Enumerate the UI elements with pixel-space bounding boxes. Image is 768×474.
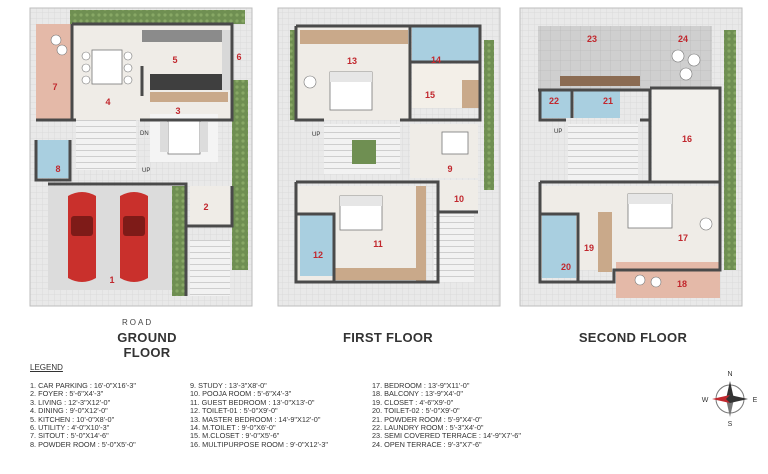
room-number-5: 5 (172, 55, 177, 65)
legend-column-1: 1. CAR PARKING : 16'-0"X16'-3" 2. FOYER … (30, 381, 136, 449)
compass-icon: N S E W (702, 371, 758, 428)
compass-e-label: E (753, 397, 758, 404)
legend-item: 21. POWDER ROOM : 5'-9"X4'-0" (372, 414, 482, 424)
room-number-11: 11 (373, 239, 383, 249)
room-number-3: 3 (175, 106, 180, 116)
legend-item: 6. UTILITY : 4'-0"X10'-3" (30, 422, 110, 432)
legend-item: 11. GUEST BEDROOM : 13'-0"X13'-0" (190, 397, 315, 407)
legend-item: 16. MULTIPURPOSE ROOM : 9'-0"X12'-3" (190, 439, 328, 449)
legend-title: LEGEND (30, 363, 63, 372)
stair-up-label-second: UP (554, 129, 562, 135)
stair-dn-label: DN (140, 131, 149, 137)
stair-up-label-ground: UP (142, 168, 150, 174)
legend-item: 24. OPEN TERRACE : 9'-3"X7'-6" (372, 439, 482, 449)
legend-item: 9. STUDY : 13'-3"X8'-0" (190, 381, 267, 390)
second-floor-title: SECOND FLOOR (578, 330, 688, 345)
room-number-13: 13 (347, 56, 357, 66)
legend-item: 19. CLOSET : 4'-6"X9'-0" (372, 397, 454, 407)
legend-item: 2. FOYER : 5'-6"X4'-3" (30, 389, 104, 399)
legend-column-2: 9. STUDY : 13'-3"X8'-0" 10. POOJA ROOM :… (190, 381, 328, 449)
room-number-9: 9 (447, 164, 452, 174)
legend-item: 5. KITCHEN : 10'-0"X8'-0" (30, 414, 115, 424)
room-number-12: 12 (313, 250, 323, 260)
room-number-2: 2 (203, 202, 208, 212)
floor-plans: 1 2 3 4 5 6 7 8 9 10 11 12 13 14 15 16 1… (29, 7, 743, 307)
room-number-8: 8 (55, 164, 60, 174)
room-number-10: 10 (454, 194, 464, 204)
compass-n-label: N (727, 371, 732, 378)
legend-item: 17. BEDROOM : 13'-9"X11'-0" (372, 381, 470, 390)
room-number-21: 21 (603, 96, 613, 106)
room-number-1: 1 (109, 275, 114, 285)
stair-up-label-first: UP (312, 132, 320, 138)
room-number-16: 16 (682, 134, 692, 144)
legend-item: 8. POWDER ROOM : 5'-0"X5'-0" (30, 439, 136, 449)
legend-item: 13. MASTER BEDROOM : 14'-9"X12'-0" (190, 414, 321, 424)
room-number-24: 24 (678, 34, 688, 44)
room-number-20: 20 (561, 262, 571, 272)
legend-column-3: 17. BEDROOM : 13'-9"X11'-0" 18. BALCONY … (372, 381, 521, 449)
room-number-7: 7 (52, 82, 57, 92)
room-number-23: 23 (587, 34, 597, 44)
ground-floor-title: GROUND FLOOR (117, 330, 177, 360)
compass-w-label: W (702, 397, 709, 404)
legend-item: 7. SITOUT : 5'-0"X14'-6" (30, 431, 109, 441)
room-number-6: 6 (236, 52, 241, 62)
legend-item: 14. M.TOILET : 9'-0"X6'-0" (190, 422, 276, 432)
legend-item: 10. POOJA ROOM : 5'-6"X4'-3" (190, 389, 292, 399)
ground-floor-plan (29, 7, 253, 307)
legend-item: 1. CAR PARKING : 16'-0"X16'-3" (30, 381, 136, 390)
legend-item: 20. TOILET-02 : 5'-0"X9'-0" (372, 406, 460, 416)
room-number-17: 17 (678, 233, 688, 243)
legend-item: 3. LIVING : 12'-3"X12'-0" (30, 397, 111, 407)
legend-item: 22. LAUNDRY ROOM : 5'-3"X4'-0" (372, 422, 484, 432)
room-number-18: 18 (677, 279, 687, 289)
first-floor-title: FIRST FLOOR (343, 330, 433, 345)
legend-item: 4. DINING : 9'-0"X12'-0" (30, 406, 108, 416)
compass-s-label: S (728, 421, 733, 428)
room-number-22: 22 (549, 96, 559, 106)
road-label: ROAD (122, 318, 154, 327)
room-number-14: 14 (431, 55, 441, 65)
room-number-4: 4 (105, 97, 110, 107)
second-floor-plan (519, 7, 743, 307)
legend-item: 23. SEMI COVERED TERRACE : 14'-9"X7'-6" (372, 431, 521, 441)
legend-item: 12. TOILET-01 : 5'-0"X9'-0" (190, 406, 278, 416)
room-number-15: 15 (425, 90, 435, 100)
legend-item: 18. BALCONY : 13'-9"X4'-0" (372, 389, 463, 399)
room-number-19: 19 (584, 243, 594, 253)
legend-item: 15. M.CLOSET : 9'-0"X5'-6" (190, 431, 280, 441)
first-floor-plan (277, 7, 501, 307)
